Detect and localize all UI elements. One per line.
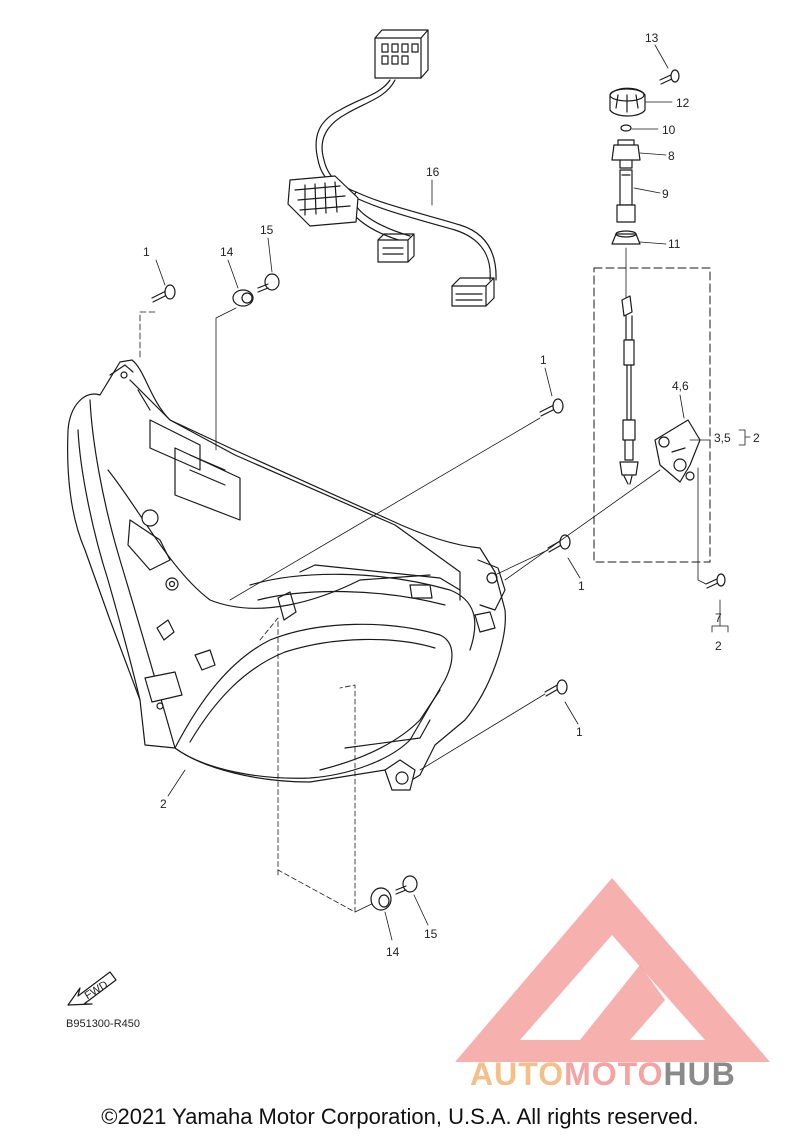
bolt-1-low xyxy=(419,679,579,771)
fwd-arrow-icon xyxy=(67,971,117,1006)
collar-15-top xyxy=(257,237,280,293)
callout-16: 16 xyxy=(426,165,440,179)
callout-15-top: 15 xyxy=(260,223,274,237)
screw-7 xyxy=(697,467,729,633)
bolt-1-right xyxy=(494,534,581,579)
callout-12: 12 xyxy=(676,96,690,110)
diagram-code: B951300-R450 xyxy=(66,1018,141,1030)
callout-4-6: 4,6 xyxy=(672,379,689,393)
copyright-notice: ©2021 Yamaha Motor Corporation, U.S.A. A… xyxy=(101,1104,699,1129)
nut-11 xyxy=(611,230,667,301)
bracket-label-3-5 xyxy=(689,429,751,446)
bolt-1-top xyxy=(139,259,176,361)
grommet-14-top xyxy=(215,259,254,441)
bolt-1-mid xyxy=(229,367,564,601)
leader-2 xyxy=(167,769,186,797)
wiring-harness xyxy=(287,29,497,307)
callout-13: 13 xyxy=(645,31,659,45)
nut-8 xyxy=(611,139,667,169)
screw-13 xyxy=(654,44,680,85)
adjuster-rod xyxy=(619,295,639,485)
collar-15-bottom xyxy=(395,875,429,926)
watermark-triangle-icon xyxy=(455,878,770,1062)
callout-2: 2 xyxy=(160,797,167,811)
bracket-4-6 xyxy=(504,394,701,581)
headlight-assembly xyxy=(67,359,506,791)
callout-7-parent: 2 xyxy=(715,639,722,653)
callout-3-5: 3,5 xyxy=(714,431,731,445)
callout-7: 7 xyxy=(715,611,722,625)
knob-12 xyxy=(609,87,673,117)
callout-3-5-parent: 2 xyxy=(753,431,760,445)
watermark-part-hub: HUB xyxy=(663,1056,736,1092)
watermark-part-auto: AUTO xyxy=(470,1056,565,1092)
callout-1-low: 1 xyxy=(576,725,583,739)
callout-11: 11 xyxy=(668,237,681,251)
callout-10: 10 xyxy=(662,123,676,137)
shaft-9 xyxy=(616,169,661,223)
callout-14-top: 14 xyxy=(220,245,234,259)
callout-14-bottom: 14 xyxy=(386,945,400,959)
washer-10 xyxy=(620,124,659,132)
callout-15-bottom: 15 xyxy=(424,927,438,941)
callout-1-mid: 1 xyxy=(540,353,547,367)
callout-9: 9 xyxy=(662,187,669,201)
watermark-part-moto: MOTO xyxy=(564,1056,664,1092)
watermark-brand: AUTOMOTOHUB xyxy=(470,1054,800,1094)
kit-outline-box xyxy=(593,267,711,563)
callout-1-right: 1 xyxy=(578,579,585,593)
callout-8: 8 xyxy=(668,149,675,163)
callout-1-top: 1 xyxy=(143,245,150,259)
grommet-14-bottom xyxy=(370,887,393,941)
